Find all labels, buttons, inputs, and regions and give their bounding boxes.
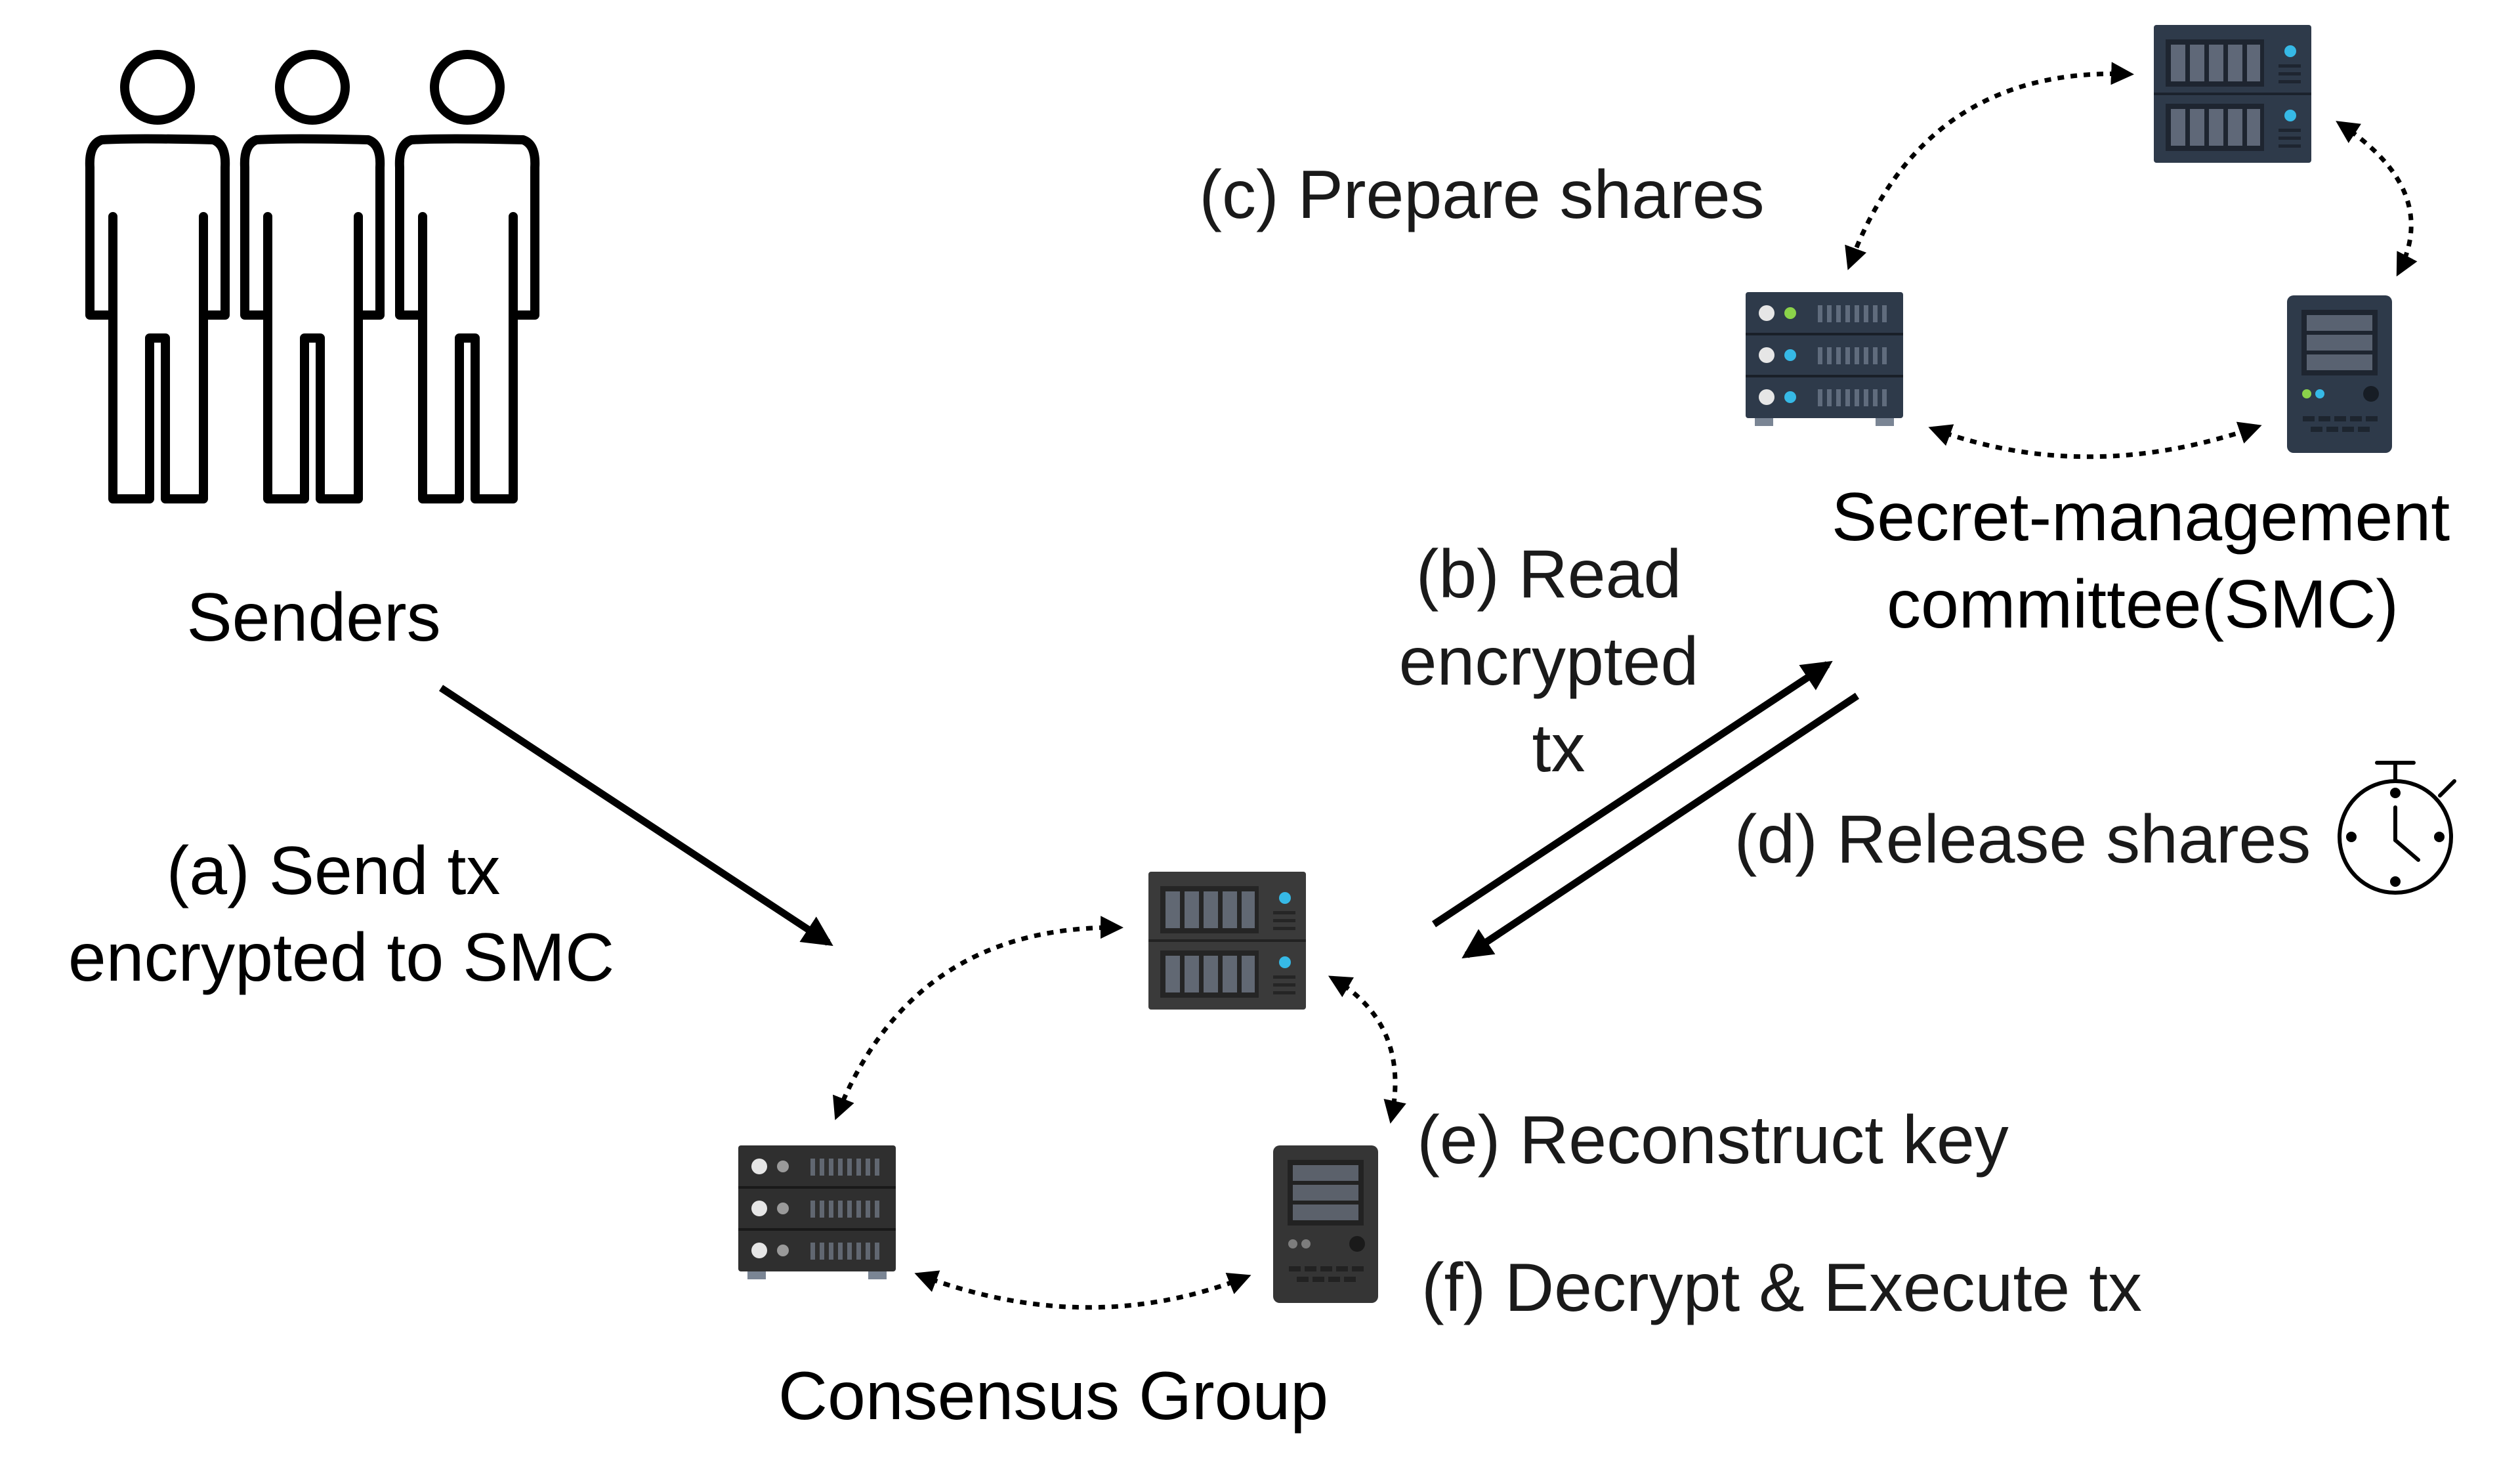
smc-cycle-arrow bbox=[1928, 421, 2262, 459]
smc-group: Secret-management committee(SMC) bbox=[1746, 25, 2450, 643]
step-d-label: (d) Release shares bbox=[1734, 801, 2311, 878]
send-tx-arrow bbox=[438, 685, 833, 947]
consensus-group-label: Consensus Group bbox=[778, 1358, 1328, 1434]
svg-text:committee(SMC): committee(SMC) bbox=[1887, 566, 2399, 643]
senders-label: Senders bbox=[186, 580, 440, 656]
person-icon bbox=[240, 50, 385, 503]
tower-server-icon bbox=[1273, 1145, 1378, 1303]
step-c-label: (c) Prepare shares bbox=[1199, 157, 1764, 233]
svg-text:encrypted: encrypted bbox=[1399, 624, 1699, 700]
smc-cycle-arrow bbox=[1845, 62, 2134, 270]
consensus-cycle-arrow bbox=[1328, 975, 1406, 1124]
read-tx-arrow bbox=[1431, 660, 1833, 927]
people-group-icon bbox=[85, 50, 540, 503]
person-icon bbox=[394, 50, 540, 503]
release-shares-arrow bbox=[1461, 693, 1860, 959]
senders-group: Senders bbox=[85, 50, 540, 656]
svg-text:(a) Send tx: (a) Send tx bbox=[167, 833, 501, 909]
consensus-cycle-arrow bbox=[833, 916, 1124, 1120]
rack-server-icon bbox=[1148, 872, 1306, 1010]
svg-text:tx: tx bbox=[1532, 710, 1586, 786]
person-icon bbox=[85, 50, 230, 503]
consensus-cycle-arrow bbox=[914, 1270, 1251, 1310]
smc-label: Secret-management committee(SMC) bbox=[1832, 479, 2450, 643]
consensus-group: Consensus Group bbox=[738, 872, 1406, 1434]
smc-cycle-arrow bbox=[2336, 121, 2418, 277]
rack-server-3u-icon bbox=[1746, 292, 1903, 426]
stopwatch-icon bbox=[2338, 761, 2456, 895]
svg-text:(b) Read: (b) Read bbox=[1416, 536, 1682, 612]
step-b-label: (b) Read encrypted tx bbox=[1399, 536, 1699, 786]
svg-text:Secret-management: Secret-management bbox=[1832, 479, 2450, 555]
rack-server-3u-icon bbox=[738, 1145, 896, 1279]
step-a-label: (a) Send tx encrypted to SMC bbox=[68, 833, 614, 996]
svg-text:encrypted to SMC: encrypted to SMC bbox=[68, 920, 614, 996]
tower-server-icon bbox=[2287, 295, 2392, 453]
step-f-label: (f) Decrypt & Execute tx bbox=[1421, 1250, 2142, 1326]
rack-server-icon bbox=[2154, 25, 2311, 163]
step-e-label: (e) Reconstruct key bbox=[1417, 1102, 2009, 1178]
